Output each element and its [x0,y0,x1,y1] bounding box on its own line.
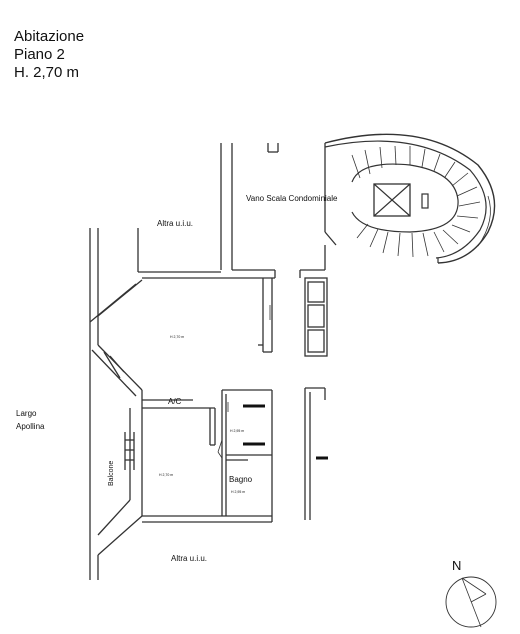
north-arrow-icon: N [445,558,497,628]
living-height-label: H 2,70 m [170,335,184,339]
north-label: N [452,558,461,573]
bathroom-label: Bagno [229,475,253,484]
hall-height-label: H 2,95 m [230,429,244,433]
street-label-line1: Largo [16,409,37,418]
title-height: H. 2,70 m [14,64,80,81]
bath-height-label: H 2,95 m [231,490,245,494]
walls [89,143,337,580]
title-floor: Piano 2 [14,46,65,63]
bedroom-height-label: H 2,70 m [159,473,173,477]
balcony-label: Balcone [108,461,115,486]
stair-well [324,133,496,264]
plan-title-block: Abitazione Piano 2 H. 2,70 m [14,28,84,82]
stair-label: Vano Scala Condominiale [246,194,338,203]
ac-label: A/C [168,397,182,406]
other-unit-bottom-label: Altra u.i.u. [171,554,207,563]
title-dwelling: Abitazione [14,28,85,45]
other-unit-top-label: Altra u.i.u. [157,219,193,228]
fixtures [243,404,328,460]
street-label-line2: Apollina [16,422,45,431]
